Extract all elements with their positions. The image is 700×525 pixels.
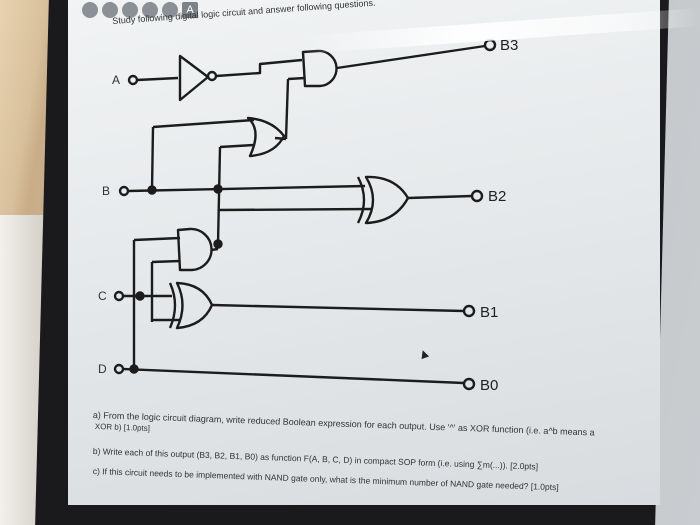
input-d-label: D xyxy=(98,362,107,376)
output-b3-terminal xyxy=(483,38,497,52)
close-icon[interactable] xyxy=(122,2,138,18)
xor-gate-b1 xyxy=(175,281,214,330)
input-a-terminal xyxy=(127,74,139,86)
wire-or-to-and xyxy=(284,78,290,140)
refresh-icon[interactable] xyxy=(142,2,158,18)
input-b-terminal xyxy=(118,185,130,197)
xor-gate-b2-back xyxy=(356,176,366,224)
not-gate xyxy=(178,54,210,102)
wire-a xyxy=(136,76,179,82)
wire-b-up xyxy=(150,126,155,191)
wire-b1 xyxy=(211,303,465,313)
input-c-label: C xyxy=(98,289,107,303)
output-b2-label: B2 xyxy=(488,188,506,205)
output-b1-label: B1 xyxy=(480,304,498,321)
wire-b3 xyxy=(336,44,486,70)
browser-toolbar: A xyxy=(82,0,198,20)
wire-and-to-or xyxy=(216,146,222,245)
forward-icon[interactable] xyxy=(102,2,118,18)
wire-d-b0 xyxy=(122,367,465,385)
output-b0-label: B0 xyxy=(480,377,498,394)
input-a-label: A xyxy=(112,73,120,87)
output-b2-terminal xyxy=(470,189,484,203)
tag-icon[interactable] xyxy=(162,2,178,18)
and-gate-mid xyxy=(176,227,213,272)
output-b0-terminal xyxy=(462,377,476,391)
and-gate-top xyxy=(301,49,338,88)
output-b1-terminal xyxy=(462,304,476,318)
wire-b2 xyxy=(407,194,473,200)
input-d-terminal xyxy=(113,363,125,375)
input-b-label: B xyxy=(102,184,110,198)
text-format-button[interactable]: A xyxy=(182,2,198,18)
xor-gate-b2 xyxy=(364,175,410,225)
or-gate-top xyxy=(246,116,286,158)
back-icon[interactable] xyxy=(82,2,98,18)
xor-gate-b1-back xyxy=(168,282,177,329)
not-gate-bubble xyxy=(206,70,218,82)
input-c-terminal xyxy=(113,290,125,302)
question-a-continued: XOR b) [1.0pts] xyxy=(94,422,151,433)
screen xyxy=(68,0,660,505)
output-b3-label: B3 xyxy=(500,37,518,54)
wire-b xyxy=(127,184,366,193)
wire-not-to-and xyxy=(215,58,303,78)
